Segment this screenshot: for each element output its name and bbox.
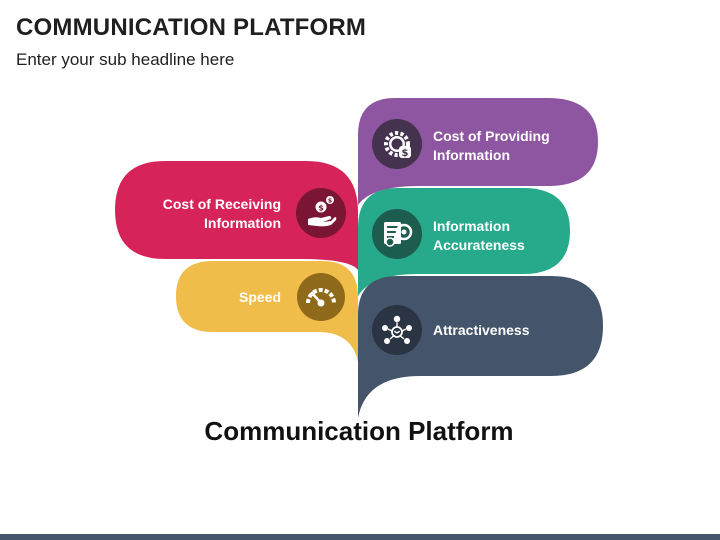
label-line-2: Accurateness	[433, 237, 525, 253]
page-title: COMMUNICATION PLATFORM	[16, 14, 367, 41]
label-line-1: Information	[433, 218, 510, 234]
label-line-1: Attractiveness	[433, 322, 530, 338]
svg-text:$: $	[402, 148, 409, 159]
gear-dollar-icon: $	[384, 131, 411, 159]
page-subtitle: Enter your sub headline here	[16, 50, 235, 69]
leaf-shape	[358, 98, 598, 205]
leaf-cost-of-receiving: $ $ Cost of Receiving Information	[115, 161, 358, 270]
leaf-shape	[358, 276, 603, 418]
speedometer-icon	[306, 288, 336, 307]
icon-circle	[372, 305, 422, 355]
icon-circle	[296, 188, 346, 238]
leaf-speed: Speed	[176, 261, 358, 362]
svg-text:$: $	[318, 204, 324, 213]
icon-circle	[297, 273, 345, 321]
label-line-1: Cost of Providing	[433, 128, 550, 144]
label-line-2: Information	[433, 147, 510, 163]
label-line-1: Speed	[239, 289, 281, 305]
diagram-caption: Communication Platform	[204, 416, 513, 446]
label-line-2: Information	[204, 215, 281, 231]
leaf-shape	[115, 161, 358, 270]
leaf-attractiveness: Attractiveness	[358, 276, 603, 418]
label-line-1: Cost of Receiving	[163, 196, 281, 212]
hand-money-icon: $ $	[308, 196, 337, 227]
leaf-information-accurateness: Information Accurateness	[358, 188, 570, 296]
footer-bar	[0, 534, 720, 540]
svg-text:$: $	[328, 198, 332, 205]
people-network-icon	[382, 315, 412, 344]
leaf-cost-of-providing: $ Cost of Providing Information	[358, 98, 598, 205]
document-check-icon	[384, 222, 413, 247]
